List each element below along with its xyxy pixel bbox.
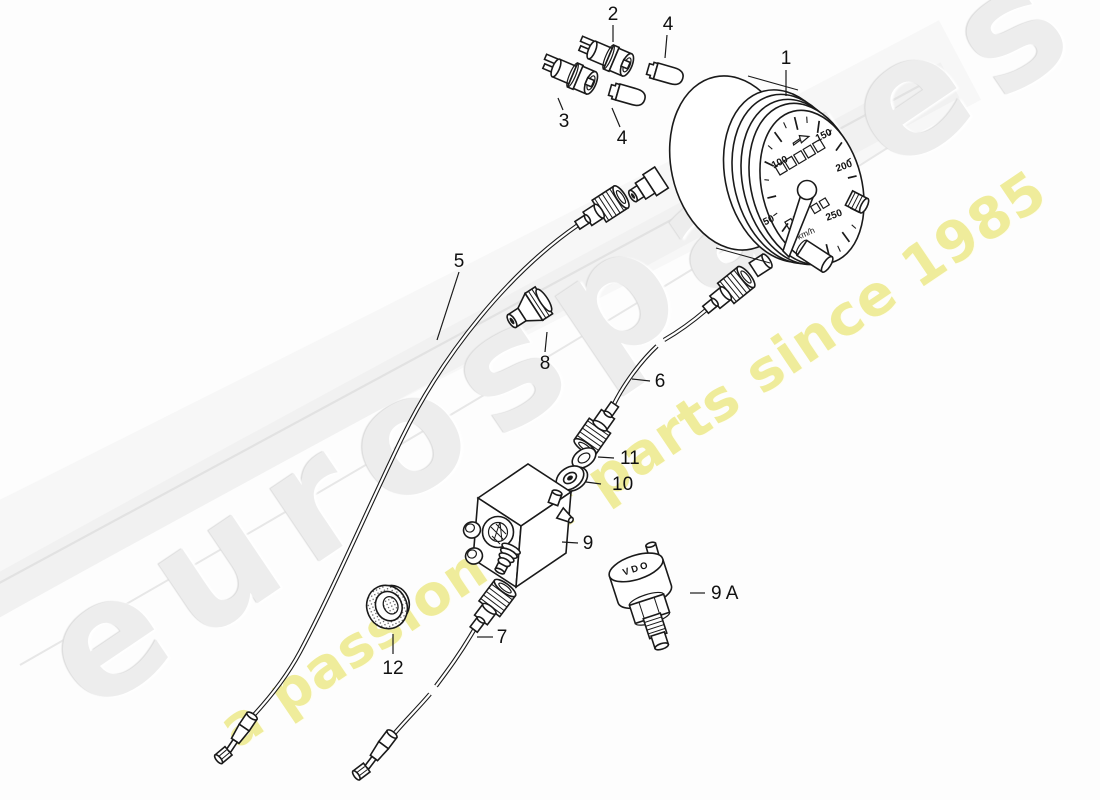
part-8-grommet xyxy=(506,285,554,329)
part-8-label[interactable]: 8 xyxy=(540,353,551,374)
part-9a-speed-sender: VDO xyxy=(608,541,673,651)
part-10-label[interactable]: 10 xyxy=(612,474,633,495)
part-9-label[interactable]: 9 xyxy=(583,533,594,554)
part-12-grommet xyxy=(365,584,411,630)
part-4-label-top[interactable]: 4 xyxy=(663,14,674,35)
part-7-label[interactable]: 7 xyxy=(497,627,508,648)
part-9-angle-drive xyxy=(462,463,574,589)
part-9a-label[interactable]: 9 A xyxy=(711,583,739,604)
part-5-speedo-cable xyxy=(210,182,633,769)
part-12-label[interactable]: 12 xyxy=(382,658,403,679)
part-7-cable xyxy=(348,575,519,785)
speedo-drive-boss xyxy=(627,165,670,203)
odometer-window xyxy=(774,138,826,176)
part-2-label[interactable]: 2 xyxy=(608,4,619,25)
speedo-needle-hub xyxy=(796,179,818,201)
part-1-speedometer: 50 100 150 200 250 km/h xyxy=(627,75,870,273)
part-6-label[interactable]: 6 xyxy=(655,371,666,392)
part-4-bulb-top xyxy=(644,60,686,88)
speedo-mount-stud xyxy=(795,239,834,273)
part-4-bulb-bottom xyxy=(606,81,648,109)
part-3-label[interactable]: 3 xyxy=(559,111,570,132)
leader-lines xyxy=(392,25,787,654)
trip-reset-knob xyxy=(844,189,870,214)
part-4-label-bottom[interactable]: 4 xyxy=(617,128,628,149)
part-11-label[interactable]: 11 xyxy=(620,448,640,469)
part-6-cable xyxy=(570,253,773,459)
part-5-label[interactable]: 5 xyxy=(454,251,465,272)
part-10-seal xyxy=(555,465,589,492)
svg-text:50: 50 xyxy=(761,213,776,228)
part-1-label[interactable]: 1 xyxy=(781,48,792,69)
dial-arrow-icon xyxy=(792,134,811,147)
speedo-cable-boss xyxy=(748,253,773,278)
part-11-washer xyxy=(571,447,597,469)
